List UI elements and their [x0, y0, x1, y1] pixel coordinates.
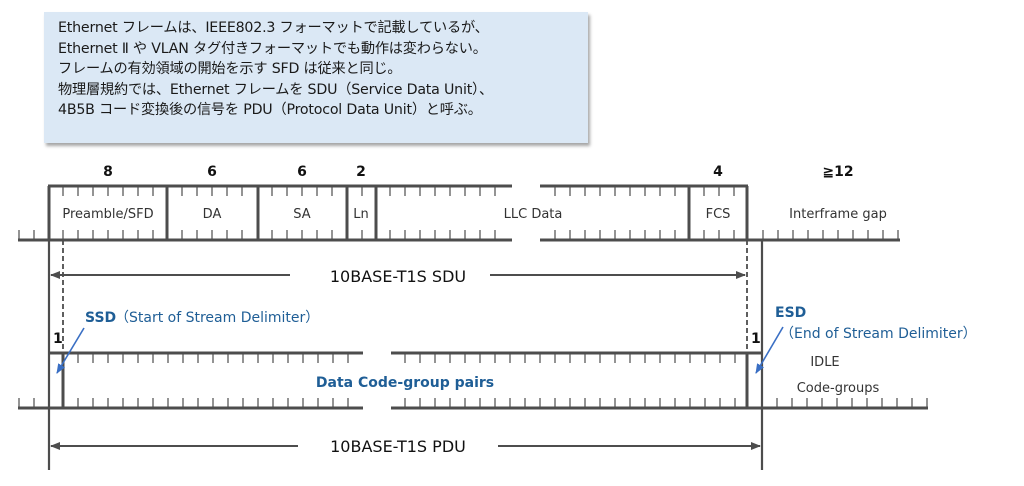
esd-desc: （End of Stream Delimiter） [780, 326, 977, 342]
field-da: DA [203, 207, 222, 222]
data-code-groups-label: Data Code-group pairs [316, 375, 494, 391]
bytes-da: 6 [207, 164, 217, 180]
esd-title: ESD [775, 305, 806, 321]
field-fcs: FCS [706, 207, 731, 222]
note-line: Ethernet フレームは、IEEE802.3 フォーマットで記載しているが、 [58, 20, 489, 36]
esd-count: 1 [751, 331, 761, 347]
note-line: 4B5B コード変換後の信号を PDU（Protocol Data Unit）と… [58, 102, 482, 119]
bytes-sa: 6 [297, 164, 307, 180]
code-groups-label: Code-groups [797, 381, 880, 396]
field-preamble-sfd: Preamble/SFD [62, 207, 153, 222]
bytes-ifg: ≧12 [822, 164, 853, 180]
bytes-ln: 2 [356, 164, 366, 180]
field-ln: Ln [353, 207, 368, 222]
field-sa: SA [293, 207, 310, 222]
note-box: Ethernet フレームは、IEEE802.3 フォーマットで記載しているが、… [44, 12, 588, 143]
note-line: 物理層規約では、Ethernet フレームを SDU（Service Data … [58, 81, 493, 98]
ssd-title: SSD [85, 310, 116, 326]
note-line: フレームの有効領域の開始を示す SFD は従来と同じ。 [58, 61, 402, 78]
ssd-desc: （Start of Stream Delimiter） [115, 310, 319, 326]
ssd-arrow [56, 327, 85, 374]
pdu-label: 10BASE-T1S PDU [330, 437, 466, 456]
tick-marks [18, 186, 928, 408]
bytes-preamble: 8 [103, 164, 113, 180]
esd-arrow [755, 326, 784, 374]
ssd-count: 1 [53, 331, 63, 347]
sdu-label: 10BASE-T1S SDU [330, 267, 466, 286]
frame-lines [18, 184, 928, 470]
bytes-fcs: 4 [713, 164, 723, 180]
note-line: Ethernet Ⅱ や VLAN タグ付きフォーマットでも動作は変わらない。 [58, 40, 487, 57]
field-llc-data: LLC Data [504, 207, 563, 222]
idle-label: IDLE [810, 355, 839, 370]
field-interframe-gap: Interframe gap [789, 207, 887, 222]
